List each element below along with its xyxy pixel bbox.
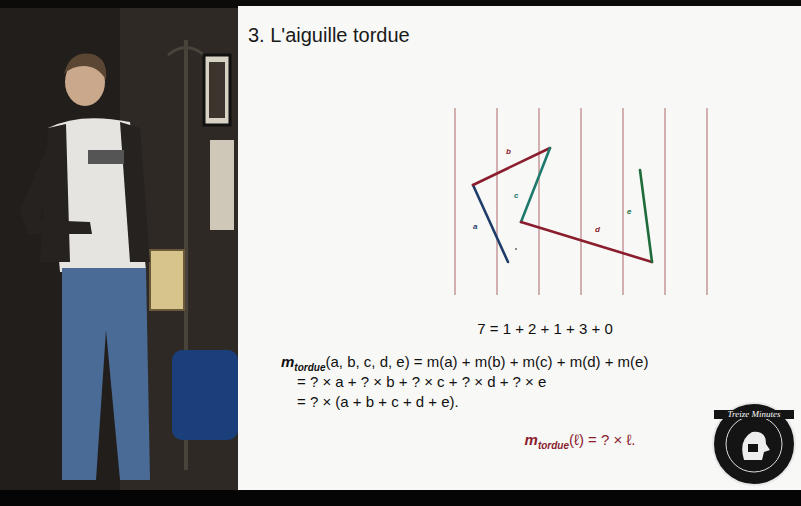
bottom-bar <box>0 490 801 506</box>
coat-rack-hooks <box>168 48 204 56</box>
slide-title: 3. L'aiguille tordue <box>248 24 410 46</box>
person-vest <box>120 122 150 262</box>
equation-part: 7 = 1 + 2 + 1 + 3 + 0 <box>477 320 613 337</box>
equation-part: = ? × (a + b + c + d + e). <box>297 393 459 410</box>
blue-chair <box>172 350 238 440</box>
logo-text: Treize Minutes <box>714 410 794 419</box>
segment-label: b <box>506 148 511 157</box>
logo-badge: Treize Minutes <box>712 402 796 486</box>
poster <box>210 140 234 230</box>
slide <box>238 6 801 490</box>
person-arm <box>20 140 92 234</box>
dot <box>515 248 517 250</box>
picture <box>209 62 225 118</box>
shirt-print <box>88 150 124 164</box>
picture-frame <box>204 55 230 125</box>
person-hair <box>64 53 106 80</box>
equation: 7 = 1 + 2 + 1 + 3 + 0 <box>477 320 613 338</box>
equation-part: tordue <box>538 440 569 451</box>
equation: = ? × a + ? × b + ? × c + ? × d + ? × e <box>297 373 546 391</box>
segment-label: a <box>473 223 477 232</box>
segment-label: d <box>595 226 600 235</box>
segment-label: c <box>514 192 518 201</box>
segment-label: e <box>627 208 631 217</box>
equation-part: m <box>525 431 538 448</box>
equation: mtordue(a, b, c, d, e) = m(a) + m(b) + m… <box>281 353 648 374</box>
equation: mtordue(ℓ) = ? × ℓ. <box>525 431 636 452</box>
picture-frame <box>150 250 184 310</box>
bent-needle <box>473 148 652 262</box>
room-wall <box>0 8 238 490</box>
equation-part: m <box>281 353 294 370</box>
equation-part: tordue <box>294 362 325 373</box>
person-jeans <box>62 268 150 480</box>
equation: = ? × (a + b + c + d + e). <box>297 393 459 411</box>
equation-part: (a, b, c, d, e) = m(a) + m(b) + m(c) + m… <box>325 353 648 370</box>
equation-part: = ? × a + ? × b + ? × c + ? × d + ? × e <box>297 373 546 390</box>
equation-part: (ℓ) = ? × ℓ. <box>569 431 635 448</box>
parallel-lines <box>455 108 707 295</box>
